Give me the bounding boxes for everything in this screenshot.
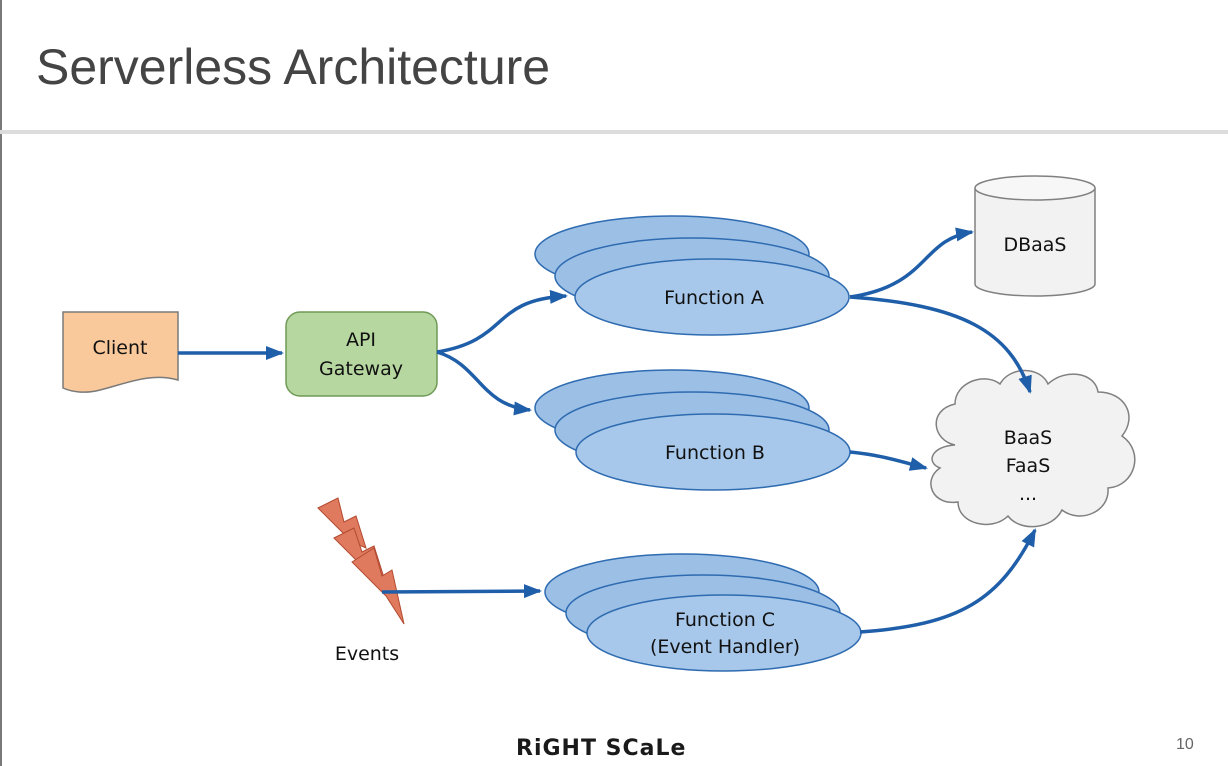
- arrow-gateway-to-function-b: [436, 350, 532, 416]
- cloud-icon: BaaS FaaS ...: [930, 369, 1136, 528]
- slide-title: Serverless Architecture: [36, 39, 551, 95]
- arrow-events-to-function-c: [381, 584, 542, 599]
- function-c-label-line2: (Event Handler): [650, 636, 800, 658]
- function-a-label: Function A: [664, 287, 764, 309]
- dbaas-label: DBaaS: [1003, 234, 1066, 256]
- api-gateway-node: API Gateway: [285, 311, 438, 397]
- database-cylinder-icon: DBaaS: [974, 175, 1096, 297]
- page-number: 10: [1176, 736, 1194, 753]
- connector-arrows: [178, 227, 1037, 634]
- arrow-gateway-to-function-a: [436, 289, 568, 354]
- function-b-label: Function B: [665, 442, 765, 464]
- cloud-label-line1: BaaS: [1004, 427, 1052, 449]
- lightning-bolt-icon: Events: [317, 497, 405, 665]
- events-label: Events: [335, 643, 399, 665]
- slide-left-border: [0, 0, 2, 766]
- cloud-label-line2: FaaS: [1006, 455, 1051, 477]
- arrow-function-c-to-cloud: [859, 528, 1037, 634]
- client-label: Client: [92, 337, 147, 359]
- client-node: Client: [62, 311, 179, 393]
- arrow-function-b-to-cloud: [849, 450, 928, 471]
- function-b-stack: Function B: [534, 369, 851, 491]
- arrow-function-a-to-cloud: [849, 295, 1032, 394]
- arrow-function-a-to-dbaas: [849, 227, 974, 299]
- api-gateway-label-line1: API: [346, 329, 376, 351]
- function-c-label-line1: Function C: [675, 609, 775, 631]
- rightscale-logo: RiGHT SCaLe: [516, 736, 687, 761]
- cloud-label-line3: ...: [1019, 483, 1037, 505]
- function-a-stack: Function A: [534, 215, 850, 336]
- title-divider: [0, 130, 1228, 134]
- api-gateway-label-line2: Gateway: [319, 358, 403, 380]
- function-c-stack: Function C (Event Handler): [544, 553, 862, 672]
